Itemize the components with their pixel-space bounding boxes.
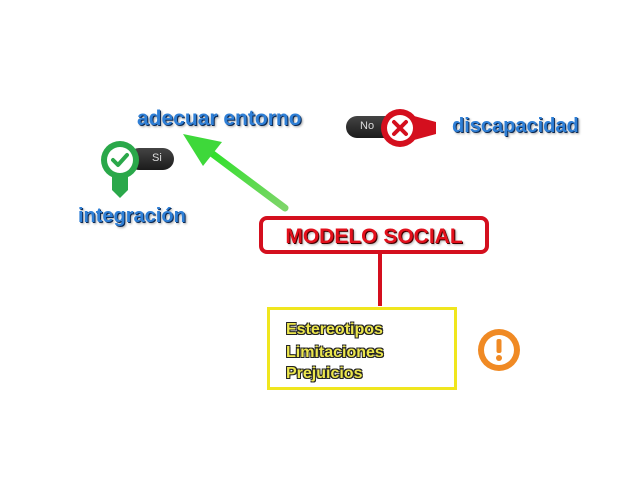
si-toggle-label: Si <box>152 152 162 164</box>
list-item: Prejuicios <box>286 365 363 382</box>
list-item: Limitaciones <box>286 344 384 361</box>
list-item: Estereotipos <box>286 321 383 338</box>
si-toggle[interactable]: Si <box>128 148 174 170</box>
discapacidad-label: discapacidad <box>452 115 579 137</box>
checkmark-icon <box>101 141 139 198</box>
connector-line <box>378 254 382 306</box>
modelo-social-label: MODELO SOCIAL <box>285 225 463 248</box>
modelo-social-node: MODELO SOCIAL <box>259 216 489 254</box>
warning-icon <box>478 329 520 371</box>
adecuar-entorno-label: adecuar entorno <box>137 107 302 130</box>
no-toggle-label: No <box>360 120 375 132</box>
barriers-list-box: Estereotipos Limitaciones Prejuicios <box>267 307 457 390</box>
close-icon <box>381 109 436 147</box>
integracion-label: integración <box>78 205 186 227</box>
